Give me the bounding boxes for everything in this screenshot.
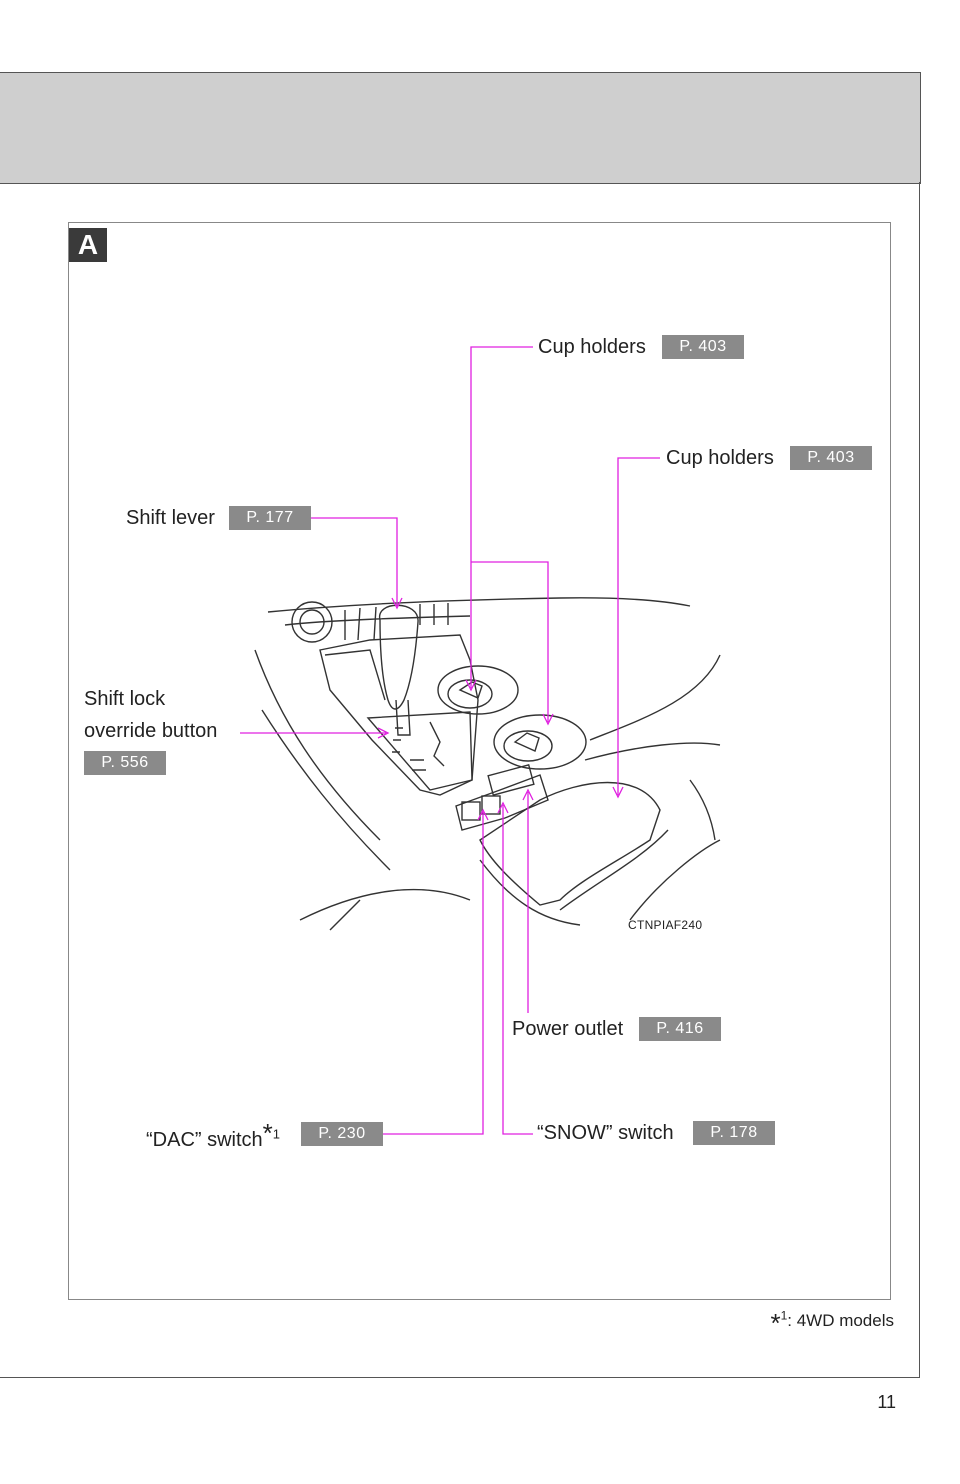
right-border — [919, 182, 920, 1378]
header-band — [0, 72, 921, 184]
page-number: 11 — [877, 1392, 896, 1412]
footnote-number: 1 — [780, 1308, 788, 1323]
power-outlet-page-ref[interactable]: P. 416 — [639, 1017, 721, 1041]
cup-holders-label-1: Cup holders — [538, 336, 646, 358]
cup-holders-label-2: Cup holders — [666, 447, 774, 469]
shift-lock-label-line2: override button — [84, 720, 218, 742]
figure-frame — [68, 222, 891, 1300]
console-line-art — [254, 597, 721, 931]
dac-switch-label: “DAC” switch*1 — [146, 1118, 281, 1153]
section-tag: A — [69, 228, 107, 262]
bottom-border — [0, 1377, 920, 1378]
cup-holders-page-ref-2[interactable]: P. 403 — [790, 446, 872, 470]
cup-holders-page-ref-1[interactable]: P. 403 — [662, 335, 744, 359]
shift-lever-label: Shift lever — [126, 507, 215, 529]
shift-lock-label-line1: Shift lock — [84, 688, 166, 710]
illustration-code: CTNPIAF240 — [628, 918, 703, 932]
dac-switch-page-ref[interactable]: P. 230 — [301, 1122, 383, 1146]
dac-footnote-star: * — [262, 1118, 273, 1148]
dac-switch-text: “DAC” switch — [146, 1129, 263, 1151]
footnote-text: : 4WD models — [787, 1311, 894, 1330]
power-outlet-label: Power outlet — [512, 1018, 624, 1040]
snow-switch-page-ref[interactable]: P. 178 — [693, 1121, 775, 1145]
shift-lock-page-ref[interactable]: P. 556 — [84, 751, 166, 775]
snow-switch-label: “SNOW” switch — [537, 1122, 674, 1144]
leader-lines — [240, 346, 660, 1135]
dac-footnote-number: 1 — [272, 1126, 281, 1142]
footnote: *1: 4WD models — [770, 1308, 894, 1339]
footnote-star: * — [770, 1308, 781, 1338]
shift-lever-page-ref[interactable]: P. 177 — [229, 506, 311, 530]
